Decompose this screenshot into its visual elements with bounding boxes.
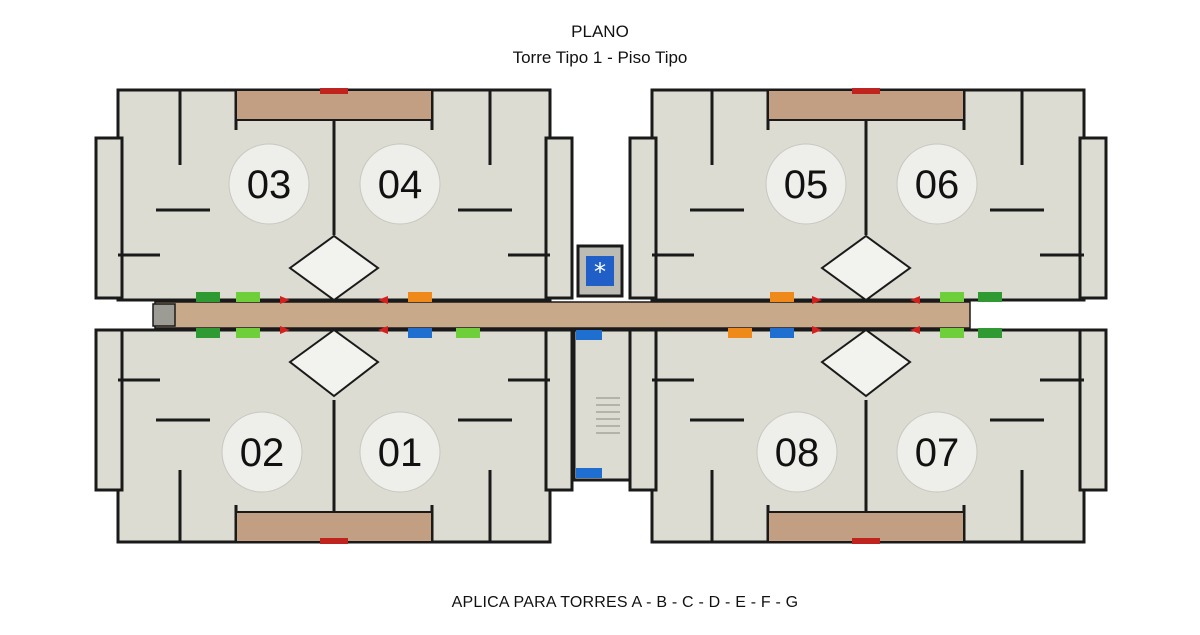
corridor [152,301,971,329]
building-right [628,88,1108,544]
elevator-core: * [576,244,624,298]
applies-to-towers-note: APLICA PARA TORRES A - B - C - D - E - F… [451,594,799,611]
emergency-star-icon [586,256,614,286]
unit-badge [756,411,838,493]
unit-badge [896,143,978,225]
unit-number: 05 [784,163,829,207]
corridor-markers [196,292,1002,338]
unit-badges: 03 04 05 06 02 01 08 07 [221,143,978,493]
unit-number: 04 [378,163,423,207]
unit-badge [228,143,310,225]
balconies [235,89,965,543]
lobby-diamonds [288,234,912,398]
unit-number: 03 [247,163,292,207]
unit-badge [359,143,441,225]
unit-number: 07 [915,431,960,475]
unit-badge [765,143,847,225]
unit-number: 08 [775,431,820,475]
trash-chute-icon [152,303,176,327]
corridor-arrows [280,296,920,334]
svg-text:*: * [594,258,606,286]
unit-number: 01 [378,431,423,475]
unit-number: 06 [915,163,960,207]
page-title: PLANO [571,22,629,41]
page-subtitle: Torre Tipo 1 - Piso Tipo [512,48,688,67]
unit-number: 02 [240,431,285,475]
stairwell [572,328,632,482]
unit-badge [359,411,441,493]
stair-icon [596,397,620,434]
balcony-markers [320,88,880,544]
unit-badge [896,411,978,493]
unit-badge [221,411,303,493]
